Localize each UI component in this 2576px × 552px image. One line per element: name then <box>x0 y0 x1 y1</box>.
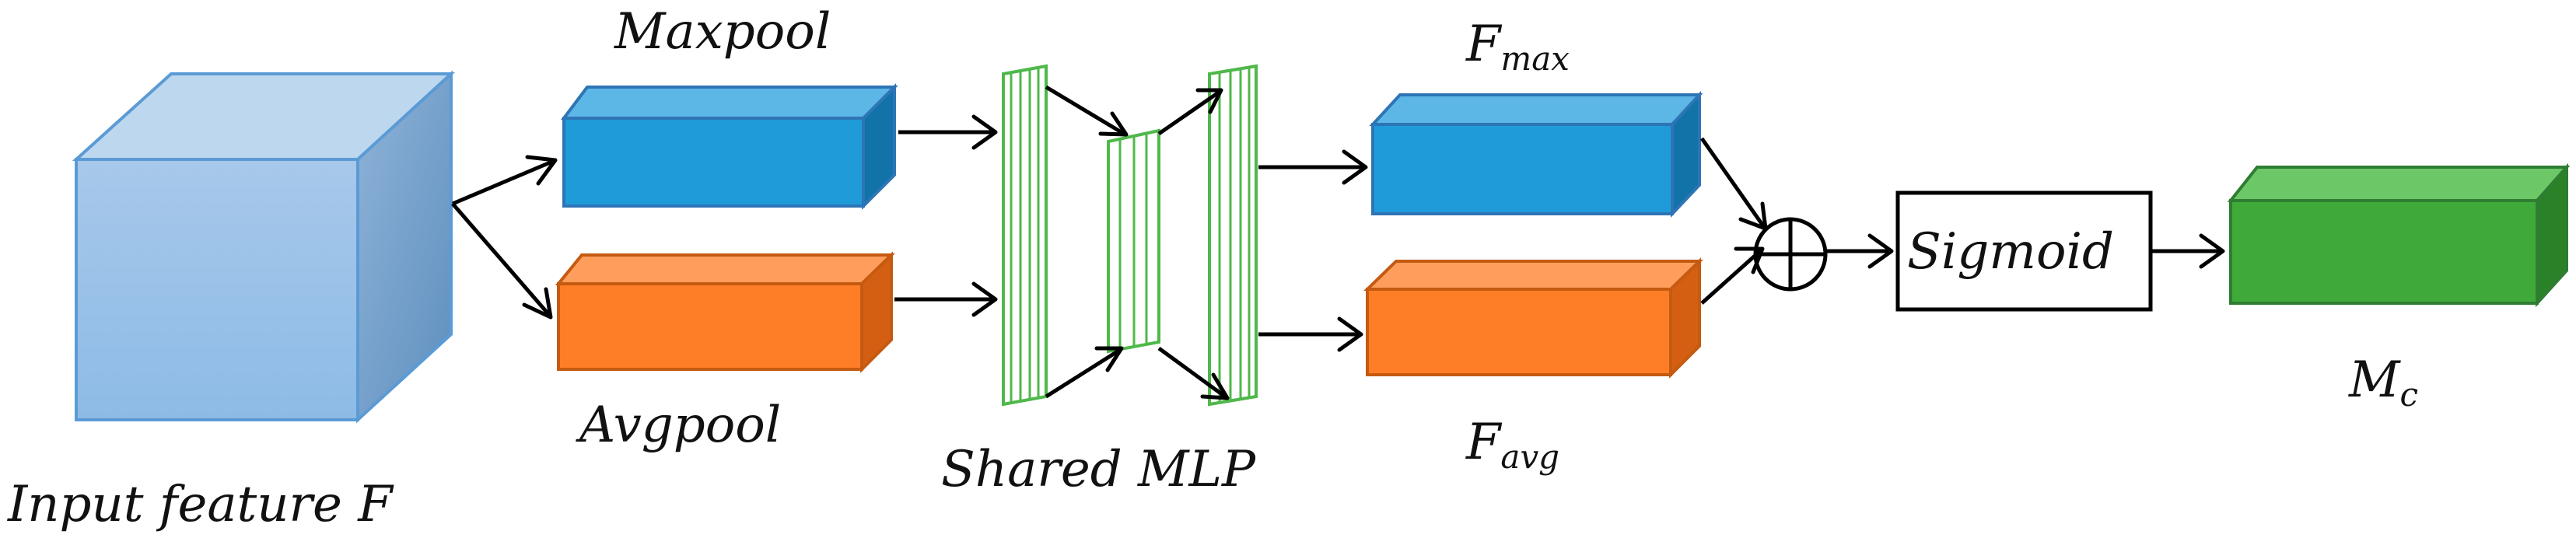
input-cube-front <box>75 158 359 421</box>
arrowhead-icon <box>525 155 558 186</box>
maxpool-label: Maxpool <box>614 3 831 61</box>
arrow-fmax-to-sum <box>1699 137 1766 229</box>
arrowhead-icon <box>1734 246 1765 274</box>
avgpool-block <box>555 251 895 373</box>
input-feature-cube <box>72 70 456 424</box>
arrowhead-icon <box>1738 201 1768 231</box>
arrowhead-icon <box>1195 88 1223 114</box>
shared-mlp-label: Shared MLP <box>941 441 1256 498</box>
shared-mlp <box>1002 64 1258 407</box>
mc-label: Mc <box>2348 351 2418 414</box>
sigmoid-label: Sigmoid <box>1907 223 2114 281</box>
mlp-output-layer <box>1208 64 1258 407</box>
arrowhead-icon <box>1867 233 1894 269</box>
arrow-mlp-internal <box>1157 89 1221 136</box>
f-max-label: Fmax <box>1465 16 1570 78</box>
input-feature-label: Input feature F <box>7 476 394 533</box>
arrow-input-to-avgpool <box>451 202 551 316</box>
mlp-input-layer <box>1002 64 1048 407</box>
arrowhead-icon <box>971 281 998 317</box>
arrow-mlp-internal <box>1157 346 1227 399</box>
arrowhead-icon <box>1098 111 1129 137</box>
arrow-mlp-internal <box>1045 85 1125 136</box>
f-avg-label: Favg <box>1465 414 1559 476</box>
maxpool-block <box>561 83 898 210</box>
arrowhead-icon <box>1094 346 1124 372</box>
arrowhead-icon <box>1200 372 1230 400</box>
connection-arrows <box>451 85 2225 400</box>
arrow-input-to-maxpool <box>452 159 555 206</box>
arrow-favg-to-sum <box>1700 249 1762 305</box>
arrowhead-icon <box>2199 233 2225 269</box>
avgpool-label: Avgpool <box>576 397 781 454</box>
f-max-block <box>1369 90 1703 218</box>
mc-output-block <box>2227 162 2571 308</box>
arrowhead-icon <box>1337 316 1363 352</box>
arrowhead-icon <box>522 287 553 320</box>
arrow-mlp-internal <box>1045 348 1122 399</box>
arrowhead-icon <box>1342 149 1368 185</box>
sigmoid-box <box>1895 190 2153 312</box>
mlp-hidden-layer <box>1107 128 1160 354</box>
sum-operator-icon <box>1753 217 1828 292</box>
f-avg-block <box>1363 257 1703 379</box>
arrowhead-icon <box>971 114 998 150</box>
